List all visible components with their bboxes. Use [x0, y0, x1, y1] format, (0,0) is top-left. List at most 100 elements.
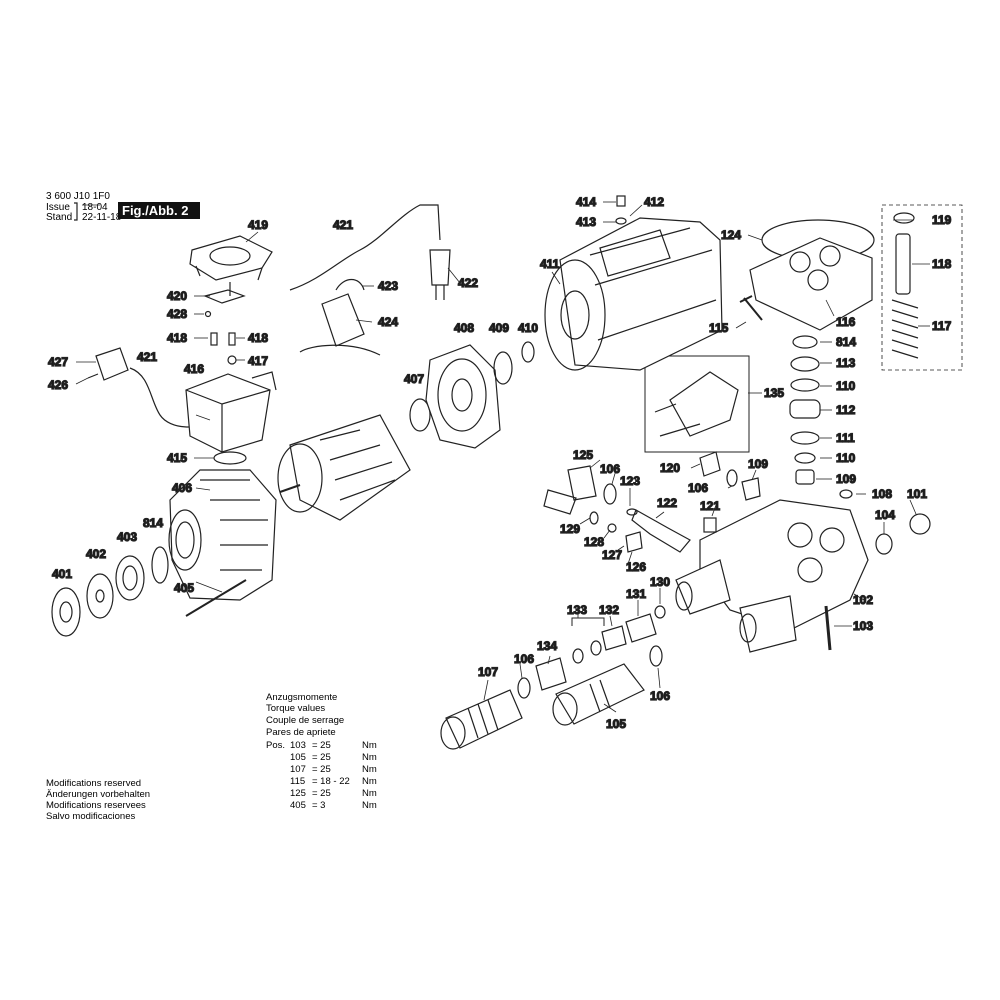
callout-label: 417 — [248, 354, 268, 368]
torque-pos: 103 — [290, 740, 306, 751]
torque-value: = 3 — [312, 800, 326, 811]
torque-pos: 115 — [290, 776, 306, 787]
callout-label: 102 — [853, 593, 873, 607]
callout-label: 418 — [167, 331, 187, 345]
issue-bracket — [74, 202, 78, 221]
valve-stack — [789, 335, 821, 485]
callout-label: 106 — [650, 689, 670, 703]
callout-label: 411 — [540, 257, 560, 271]
callout-label: 119 — [932, 213, 952, 227]
ring-409 — [493, 351, 513, 385]
torque-title: Pares de apriete — [266, 727, 336, 738]
outlet-105 — [552, 663, 645, 726]
callout-label: 401 — [52, 567, 72, 581]
callout-label: 116 — [836, 315, 856, 329]
torque-pos: 107 — [290, 764, 306, 775]
fitting-129 — [543, 489, 577, 515]
capacitor-424 — [299, 293, 381, 356]
callout-label: 416 — [184, 362, 204, 376]
part-118 — [895, 233, 911, 295]
callout-label: 123 — [620, 474, 640, 488]
callout-label: 419 — [248, 218, 268, 232]
callout-label: 125 — [573, 448, 593, 462]
oring-123 — [626, 508, 638, 516]
pump-head-124 — [749, 219, 875, 331]
callout-label: 426 — [48, 378, 68, 392]
torque-value: = 25 — [312, 764, 331, 775]
callout-label: 122 — [657, 496, 677, 510]
inset-sketch-135 — [654, 371, 739, 437]
callout-label: 421 — [333, 218, 353, 232]
valve-122 — [631, 509, 691, 553]
torque-value: = 25 — [312, 788, 331, 799]
callout-label: 427 — [48, 355, 68, 369]
callout-label: 412 — [644, 195, 664, 209]
torque-unit: Nm — [362, 752, 377, 763]
washer-417 — [227, 355, 237, 365]
callout-label: 103 — [853, 619, 873, 633]
callout-label: 110 — [836, 451, 856, 465]
modifications-line: Änderungen vorbehalten — [46, 789, 151, 800]
plug-422 — [429, 249, 451, 286]
callout-label: 113 — [836, 356, 856, 370]
screw-405 — [185, 579, 247, 617]
torque-unit: Nm — [362, 740, 377, 751]
callout-label: 133 — [567, 603, 587, 617]
callout-label: 406 — [172, 481, 192, 495]
inset-box — [644, 355, 750, 453]
torque-value: = 25 — [312, 740, 331, 751]
torque-pos: 125 — [290, 788, 306, 799]
modifications-line: Salvo modificaciones — [46, 811, 136, 822]
oring-106-mid — [726, 469, 738, 487]
issue-value: 18-04 — [82, 202, 108, 213]
valve-group-box — [881, 204, 963, 371]
callout-label: 407 — [404, 372, 424, 386]
callout-label: 135 — [764, 386, 784, 400]
torque-title: Couple de serrage — [266, 715, 345, 726]
plug-101 — [909, 513, 931, 535]
callout-label: 106 — [514, 652, 534, 666]
modifications-line: Modifications reserved — [46, 778, 142, 789]
inlet-107 — [440, 689, 523, 750]
ring-410 — [521, 341, 535, 363]
screws-418 — [210, 332, 236, 346]
terminal-box-416 — [185, 371, 277, 453]
power-cable — [289, 204, 441, 291]
switch-cover — [189, 235, 273, 281]
oring-104 — [875, 533, 893, 555]
torque-unit: Nm — [362, 764, 377, 775]
callout-label: 104 — [875, 508, 895, 522]
stand-label: Stand — [46, 212, 73, 223]
callout-label: 130 — [650, 575, 670, 589]
part-134 — [535, 657, 567, 691]
callout-label: 106 — [600, 462, 620, 476]
washer-413 — [615, 217, 627, 225]
part-402 — [86, 573, 114, 619]
bearing-403 — [115, 555, 145, 601]
callout-label: 424 — [378, 315, 398, 329]
screw-115 — [739, 295, 763, 321]
spring-132 — [601, 625, 627, 651]
callout-label: 410 — [518, 321, 538, 335]
bracket-133 — [571, 617, 605, 626]
torque-pos-label: Pos. — [266, 740, 286, 751]
callout-label: 107 — [478, 665, 498, 679]
bearing-407 — [409, 398, 431, 432]
torque-unit: Nm — [362, 776, 377, 787]
rotor — [277, 414, 411, 521]
callout-label: 403 — [117, 530, 137, 544]
ring-814-left — [151, 546, 169, 584]
callout-label: 127 — [602, 548, 622, 562]
callout-label: 418 — [248, 331, 268, 345]
callout-label: 101 — [907, 487, 927, 501]
housing-406 — [168, 469, 277, 601]
callout-label: 131 — [626, 587, 646, 601]
oring-106-right — [649, 645, 663, 667]
torque-title: Anzugsmomente — [266, 692, 338, 703]
ring-128 — [589, 511, 599, 525]
callout-label: 814 — [836, 335, 856, 349]
oring-108 — [839, 489, 853, 499]
callout-label: 428 — [167, 307, 187, 321]
